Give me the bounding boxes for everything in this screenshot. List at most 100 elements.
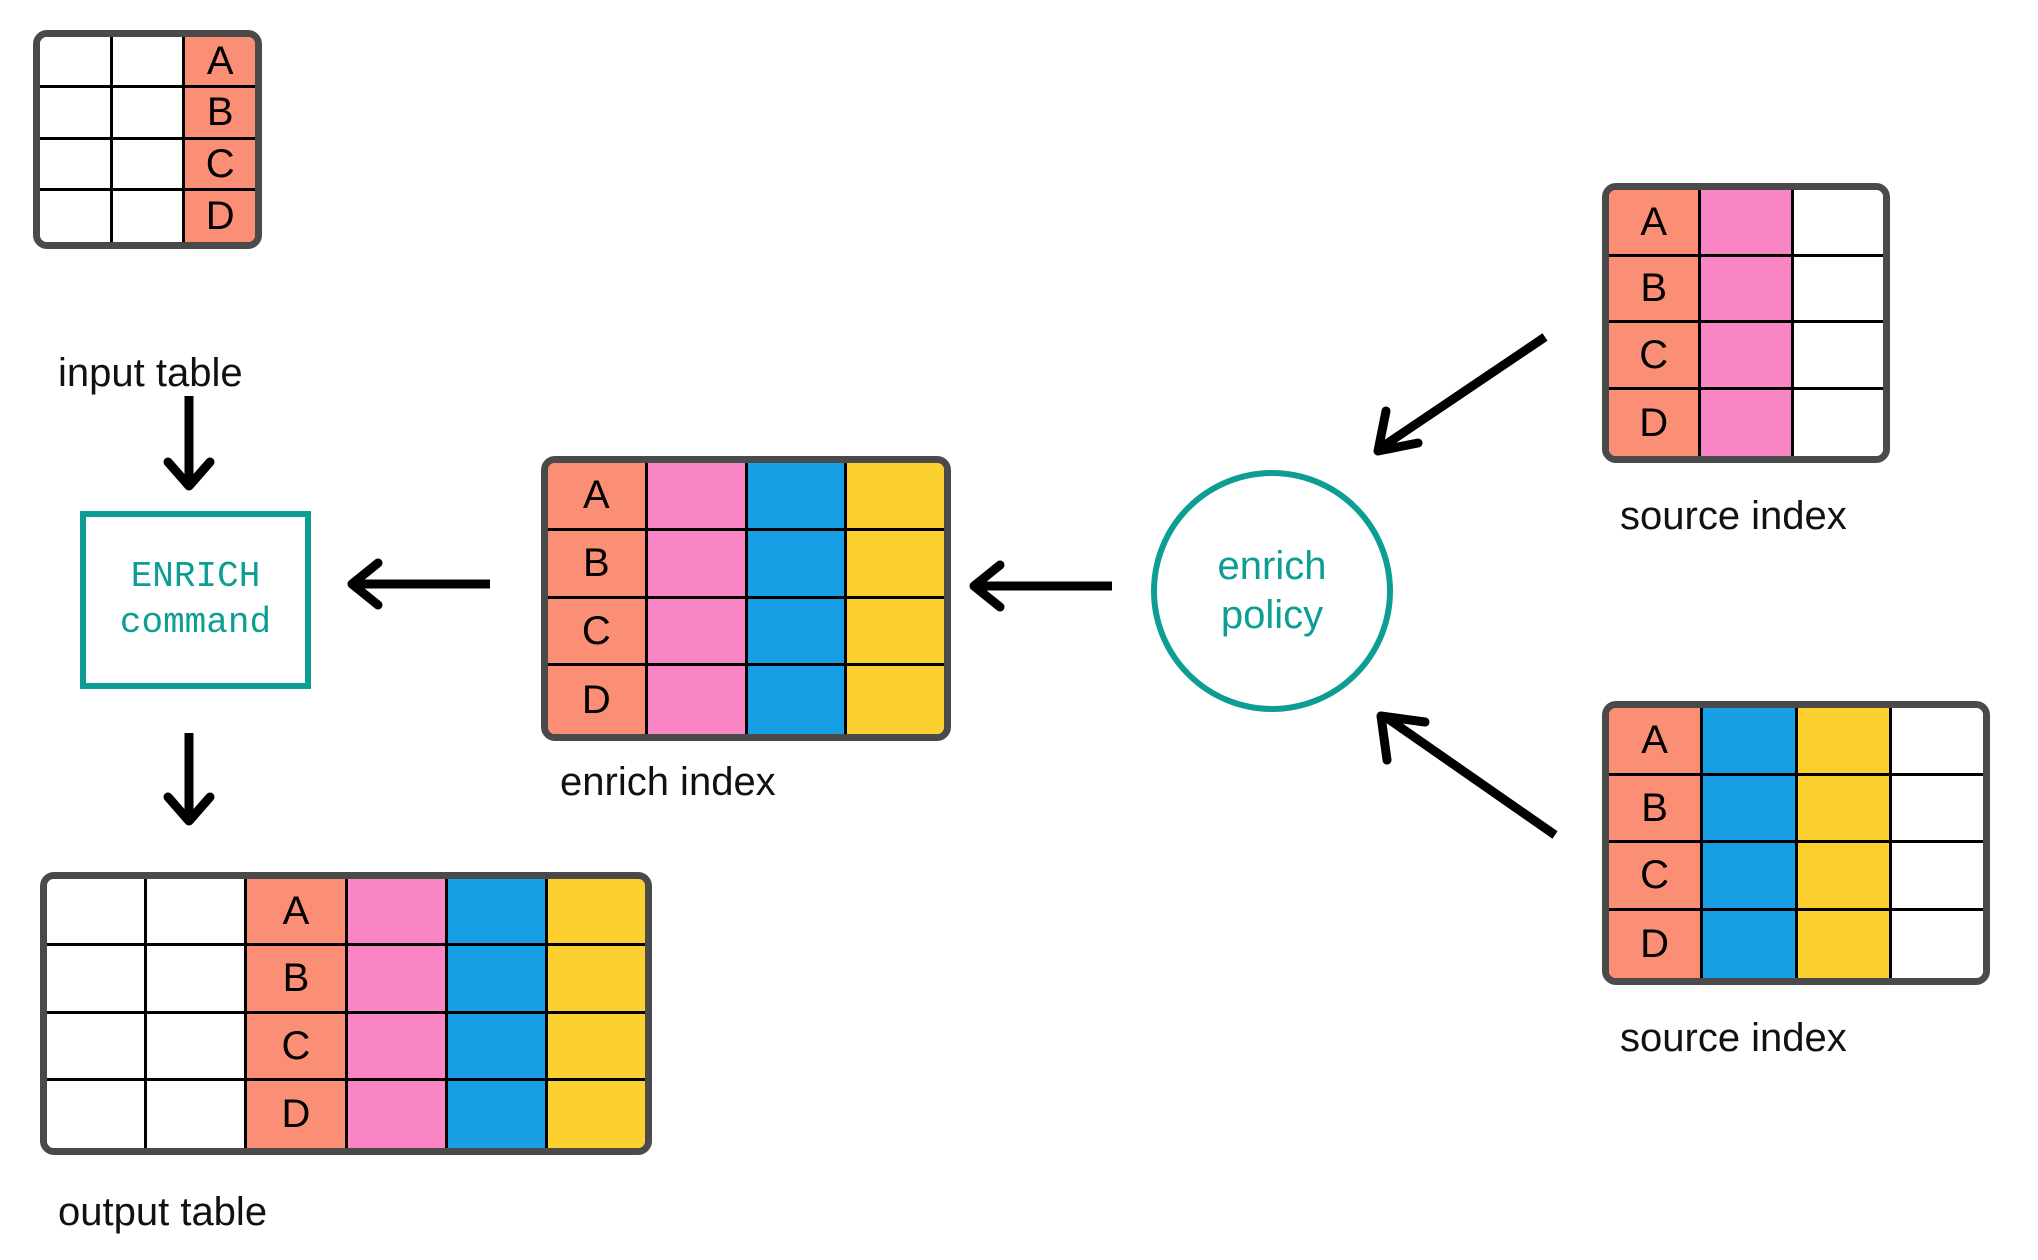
table-row: C [548,598,944,667]
source-index-bottom-table: A B C D [1602,701,1990,985]
input-table-caption: input table [58,351,243,395]
table-cell [1797,910,1892,978]
table-cell [847,598,944,667]
enrich-command-line2: command [119,602,272,643]
table-cell [547,879,645,947]
table-cell-key: C [185,139,255,191]
table-cell [747,598,848,667]
table-cell-key: C [247,1013,348,1081]
table-cell [1797,843,1892,911]
table-cell [1891,775,1983,843]
table-row: B [47,946,645,1014]
input-table: A B C D [33,30,262,249]
table-cell [547,946,645,1014]
table-row: D [47,1080,645,1148]
enrich-policy-line2: policy [1220,593,1324,637]
table-cell-key: D [185,190,255,242]
output-table: A B C D [40,872,652,1155]
table-row: C [40,139,255,191]
arrow-policy-to-enrich-index [969,560,1112,612]
table-cell [47,946,148,1014]
table-cell-key: B [185,88,255,140]
table-cell [447,879,548,947]
table-cell-key: A [247,879,348,947]
table-cell [147,1013,248,1081]
table-cell-key: D [1609,910,1704,978]
table-row: C [1609,843,1983,911]
table-cell-key: A [548,463,648,531]
table-cell [1797,708,1892,776]
table-row: B [548,530,944,599]
enrich-command-box[interactable]: ENRICH command [80,511,311,689]
arrow-command-to-output [163,733,215,826]
table-cell [1703,843,1798,911]
table-cell [347,1080,448,1148]
table-cell [1891,843,1983,911]
table-cell [1793,190,1883,257]
arrow-input-to-command [163,396,215,491]
table-cell-key: B [247,946,348,1014]
arrow-source-bottom-to-policy [1376,711,1558,839]
table-cell [1797,775,1892,843]
table-cell-key: A [1609,708,1704,776]
table-row: D [548,666,944,734]
table-cell-key: A [185,37,255,89]
table-cell [47,1013,148,1081]
enrich-policy-line1: enrich [1217,544,1327,589]
table-row: D [40,190,255,242]
table-cell [847,463,944,531]
table-cell [647,463,748,531]
table-cell [847,666,944,734]
table-cell [40,37,113,89]
table-cell [1701,323,1794,390]
output-table-caption: output table [58,1190,268,1234]
table-cell [1703,910,1798,978]
arrow-source-top-to-policy [1373,333,1548,456]
table-cell [647,666,748,734]
table-cell-key: A [1609,190,1702,257]
table-cell [147,879,248,947]
table-cell [747,530,848,599]
table-cell-key: D [548,666,648,734]
table-cell [447,1080,548,1148]
source-index-top-table: A B C D [1602,183,1890,463]
table-cell [1793,389,1883,456]
table-cell-key: C [1609,843,1704,911]
table-cell [1793,256,1883,323]
table-row: A [1609,708,1983,776]
table-cell-key: D [1609,389,1702,456]
table-cell [847,530,944,599]
table-row: A [40,37,255,89]
enrich-policy-circle[interactable]: enrich policy [1151,470,1393,712]
enrich-index-table: A B C D [541,456,951,741]
table-cell [347,946,448,1014]
table-row: A [548,463,944,531]
table-row: D [1609,910,1983,978]
table-cell [1891,708,1983,776]
table-cell-key: B [1609,775,1704,843]
table-cell [147,946,248,1014]
enrich-index-caption: enrich index [560,760,776,804]
table-cell [747,463,848,531]
table-cell [1703,775,1798,843]
table-row: B [1609,256,1883,323]
arrow-enrich-index-to-command [347,558,490,610]
table-cell [112,88,186,140]
table-row: D [1609,389,1883,456]
table-cell-key: D [247,1080,348,1148]
table-cell-key: C [548,598,648,667]
table-cell [547,1080,645,1148]
table-row: B [1609,775,1983,843]
table-cell [347,1013,448,1081]
source-index-bottom-caption: source index [1620,1016,1847,1060]
table-cell [40,139,113,191]
table-cell [547,1013,645,1081]
table-cell [112,139,186,191]
table-cell [1701,190,1794,257]
table-cell [40,88,113,140]
table-cell [1793,323,1883,390]
table-row: C [47,1013,645,1081]
table-cell [747,666,848,734]
table-cell-key: C [1609,323,1702,390]
table-cell [647,598,748,667]
